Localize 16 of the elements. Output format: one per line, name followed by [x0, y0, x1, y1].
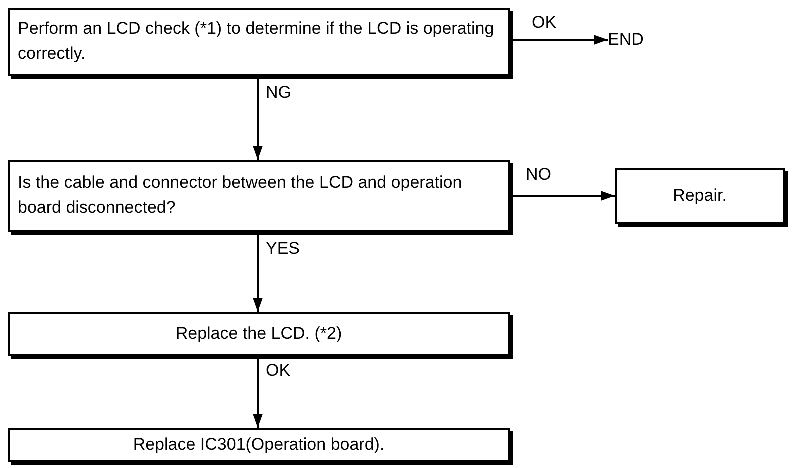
process-box: Replace the LCD. (*2): [8, 312, 510, 356]
arrow: [510, 191, 615, 201]
process-box: Is the cable and connector between the LCD and operation board disconnected?: [8, 160, 510, 232]
process-box: Perform an LCD check (*1) to determine if the LCD is operating correctly.: [8, 8, 510, 76]
edge-label: OK: [530, 14, 559, 31]
arrow: [510, 35, 608, 45]
process-box: Replace IC301(Operation board).: [8, 428, 510, 462]
arrow: [253, 232, 263, 312]
edge-label: YES: [264, 240, 302, 257]
arrow: [253, 356, 263, 428]
edge-label: NG: [264, 84, 294, 101]
edge-label: NO: [524, 166, 554, 183]
terminal-label: END: [608, 26, 664, 54]
arrow: [253, 76, 263, 160]
process-box: Repair.: [615, 168, 785, 224]
edge-label: OK: [264, 362, 293, 379]
